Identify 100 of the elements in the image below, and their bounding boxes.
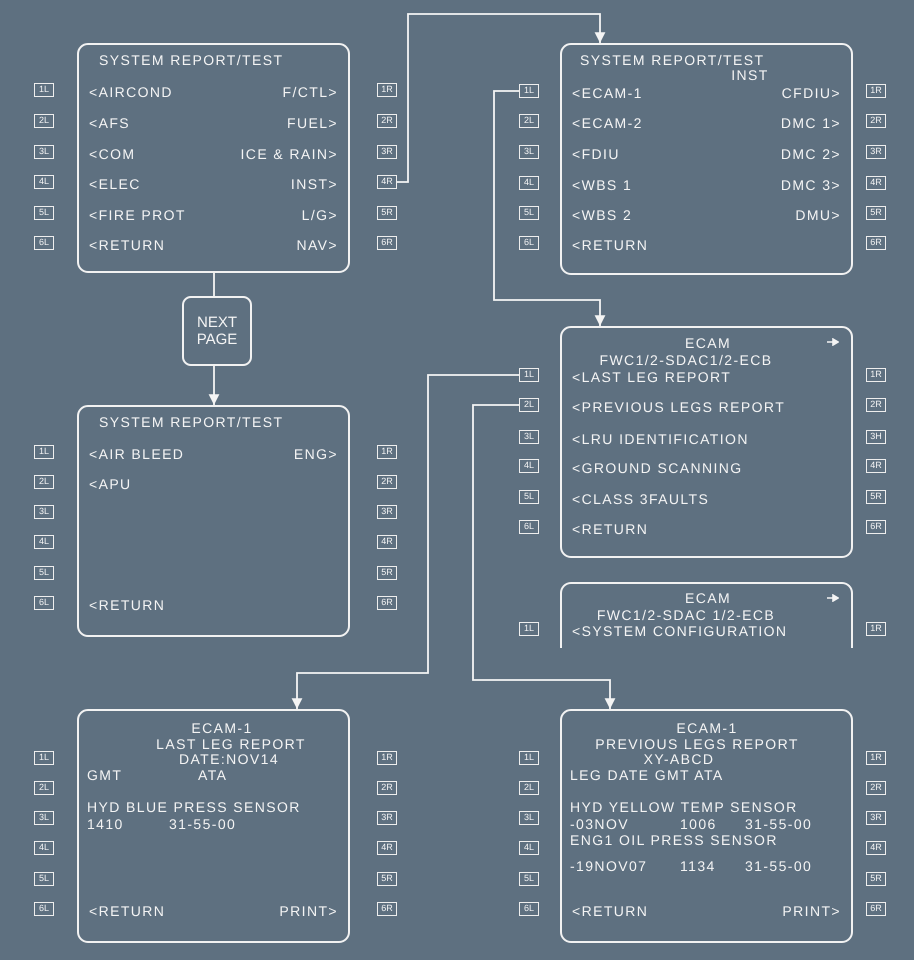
line-select-key: 1R	[377, 751, 397, 765]
screen-title: SYSTEM REPORT/TEST	[580, 52, 764, 68]
display-screen	[560, 709, 853, 943]
line-select-key: 6R	[377, 902, 397, 916]
menu-option: DMC 3>	[780, 177, 841, 193]
line-select-key: 1L	[519, 368, 539, 382]
menu-option: <PREVIOUS LEGS REPORT	[572, 399, 786, 415]
menu-option: ICE & RAIN>	[240, 146, 338, 162]
menu-option: <AIRCOND	[89, 84, 173, 100]
line-select-key: 2R	[866, 114, 886, 128]
report-text: DATE:NOV14	[178, 751, 280, 767]
line-select-key: 6L	[34, 236, 54, 250]
menu-option: FUEL>	[287, 115, 338, 131]
line-select-key: 4L	[34, 535, 54, 549]
line-select-key: 1L	[519, 622, 539, 636]
line-select-key: 1R	[866, 368, 886, 382]
menu-option: <RETURN	[572, 521, 648, 537]
line-select-key: 3R	[866, 145, 886, 159]
line-select-key: 4R	[866, 459, 886, 473]
report-text: 31-55-00	[745, 816, 812, 832]
line-select-key: 3L	[34, 811, 54, 825]
line-select-key: 2R	[377, 114, 397, 128]
report-text: 1134	[680, 858, 716, 874]
line-select-key: 2R	[377, 475, 397, 489]
line-select-key: 5R	[866, 206, 886, 220]
menu-option: <RETURN	[572, 237, 648, 253]
line-select-key: 5L	[34, 872, 54, 886]
line-select-key: 4R	[377, 175, 397, 189]
display-screen	[77, 405, 350, 637]
menu-option: <GROUND SCANNING	[572, 460, 743, 476]
menu-option: <LAST LEG REPORT	[572, 369, 732, 385]
menu-option: <RETURN	[89, 903, 166, 919]
line-select-key: 2L	[519, 781, 539, 795]
menu-option: NAV>	[296, 237, 338, 253]
line-select-key: 4R	[866, 841, 886, 855]
screen-title: ECAM	[684, 335, 732, 351]
report-text: ENG1 OIL PRESS SENSOR	[570, 832, 778, 848]
line-select-key: 2R	[866, 781, 886, 795]
line-select-key: 3L	[519, 145, 539, 159]
menu-option: <LRU IDENTIFICATION	[572, 431, 749, 447]
report-text: 1006	[680, 816, 717, 832]
screen-title: ECAM-1	[191, 720, 253, 736]
screen-title: SYSTEM REPORT/TEST	[99, 414, 284, 430]
screen-subtitle: PREVIOUS LEGS REPORT	[595, 736, 799, 752]
line-select-key: 1R	[866, 622, 886, 636]
line-select-key: 3L	[519, 811, 539, 825]
line-select-key: 5L	[519, 490, 539, 504]
line-select-key: 6L	[34, 902, 54, 916]
line-select-key: 6R	[866, 236, 886, 250]
line-select-key: 2L	[34, 114, 54, 128]
menu-option: <CLASS 3FAULTS	[572, 491, 710, 507]
line-select-key: 2L	[519, 114, 539, 128]
display-screen	[560, 43, 853, 275]
menu-option: <WBS 2	[572, 207, 632, 223]
line-select-key: 4R	[377, 841, 397, 855]
connector-arrow	[292, 374, 519, 709]
line-select-key: 4R	[866, 176, 886, 190]
line-select-key: 1L	[34, 445, 54, 459]
menu-option: CFDIU>	[782, 85, 841, 101]
line-select-key: 1R	[866, 84, 886, 98]
report-text: GMT	[87, 767, 122, 783]
menu-option: L/G>	[302, 207, 338, 223]
screen-subtitle: LAST LEG REPORT	[156, 736, 306, 752]
line-select-key: 1L	[34, 83, 54, 97]
line-select-key: 1R	[377, 83, 397, 97]
line-select-key: 3H	[866, 430, 886, 444]
line-select-key: 3R	[377, 811, 397, 825]
next-page-key: NEXT PAGE	[182, 296, 252, 366]
display-screen	[77, 43, 350, 273]
menu-option: <WBS 1	[572, 177, 632, 193]
menu-option: <AIR BLEED	[89, 446, 184, 462]
line-select-key: 5L	[519, 206, 539, 220]
menu-option: <SYSTEM CONFIGURATION	[572, 623, 788, 639]
line-select-key: 5R	[866, 490, 886, 504]
menu-option: <RETURN	[89, 597, 166, 613]
report-text: LEG DATE GMT ATA	[570, 767, 724, 783]
menu-option: <RETURN	[572, 903, 648, 919]
line-select-key: 3L	[519, 430, 539, 444]
line-select-key: 5R	[377, 872, 397, 886]
menu-option: F/CTL>	[282, 84, 338, 100]
line-select-key: 2L	[34, 475, 54, 489]
line-select-key: 2R	[866, 398, 886, 412]
display-screen	[77, 709, 350, 943]
connector-arrow	[493, 90, 606, 326]
line-select-key: 5L	[34, 206, 54, 220]
line-select-key: 4L	[34, 175, 54, 189]
line-select-key: 1L	[34, 751, 54, 765]
menu-option: DMC 2>	[780, 146, 841, 162]
menu-option: DMU>	[795, 207, 841, 223]
connector-arrow	[397, 13, 606, 183]
report-text: HYD BLUE PRESS SENSOR	[87, 799, 301, 815]
screen-subtitle: INST	[731, 67, 769, 83]
display-screen	[560, 582, 853, 648]
display-screen	[560, 326, 853, 558]
line-select-key: 4L	[34, 841, 54, 855]
line-select-key: 3L	[34, 145, 54, 159]
line-select-key: 4L	[519, 459, 539, 473]
menu-option: <APU	[89, 476, 132, 492]
report-text: XY-ABCD	[644, 751, 714, 767]
menu-option: <ELEC	[89, 176, 141, 192]
